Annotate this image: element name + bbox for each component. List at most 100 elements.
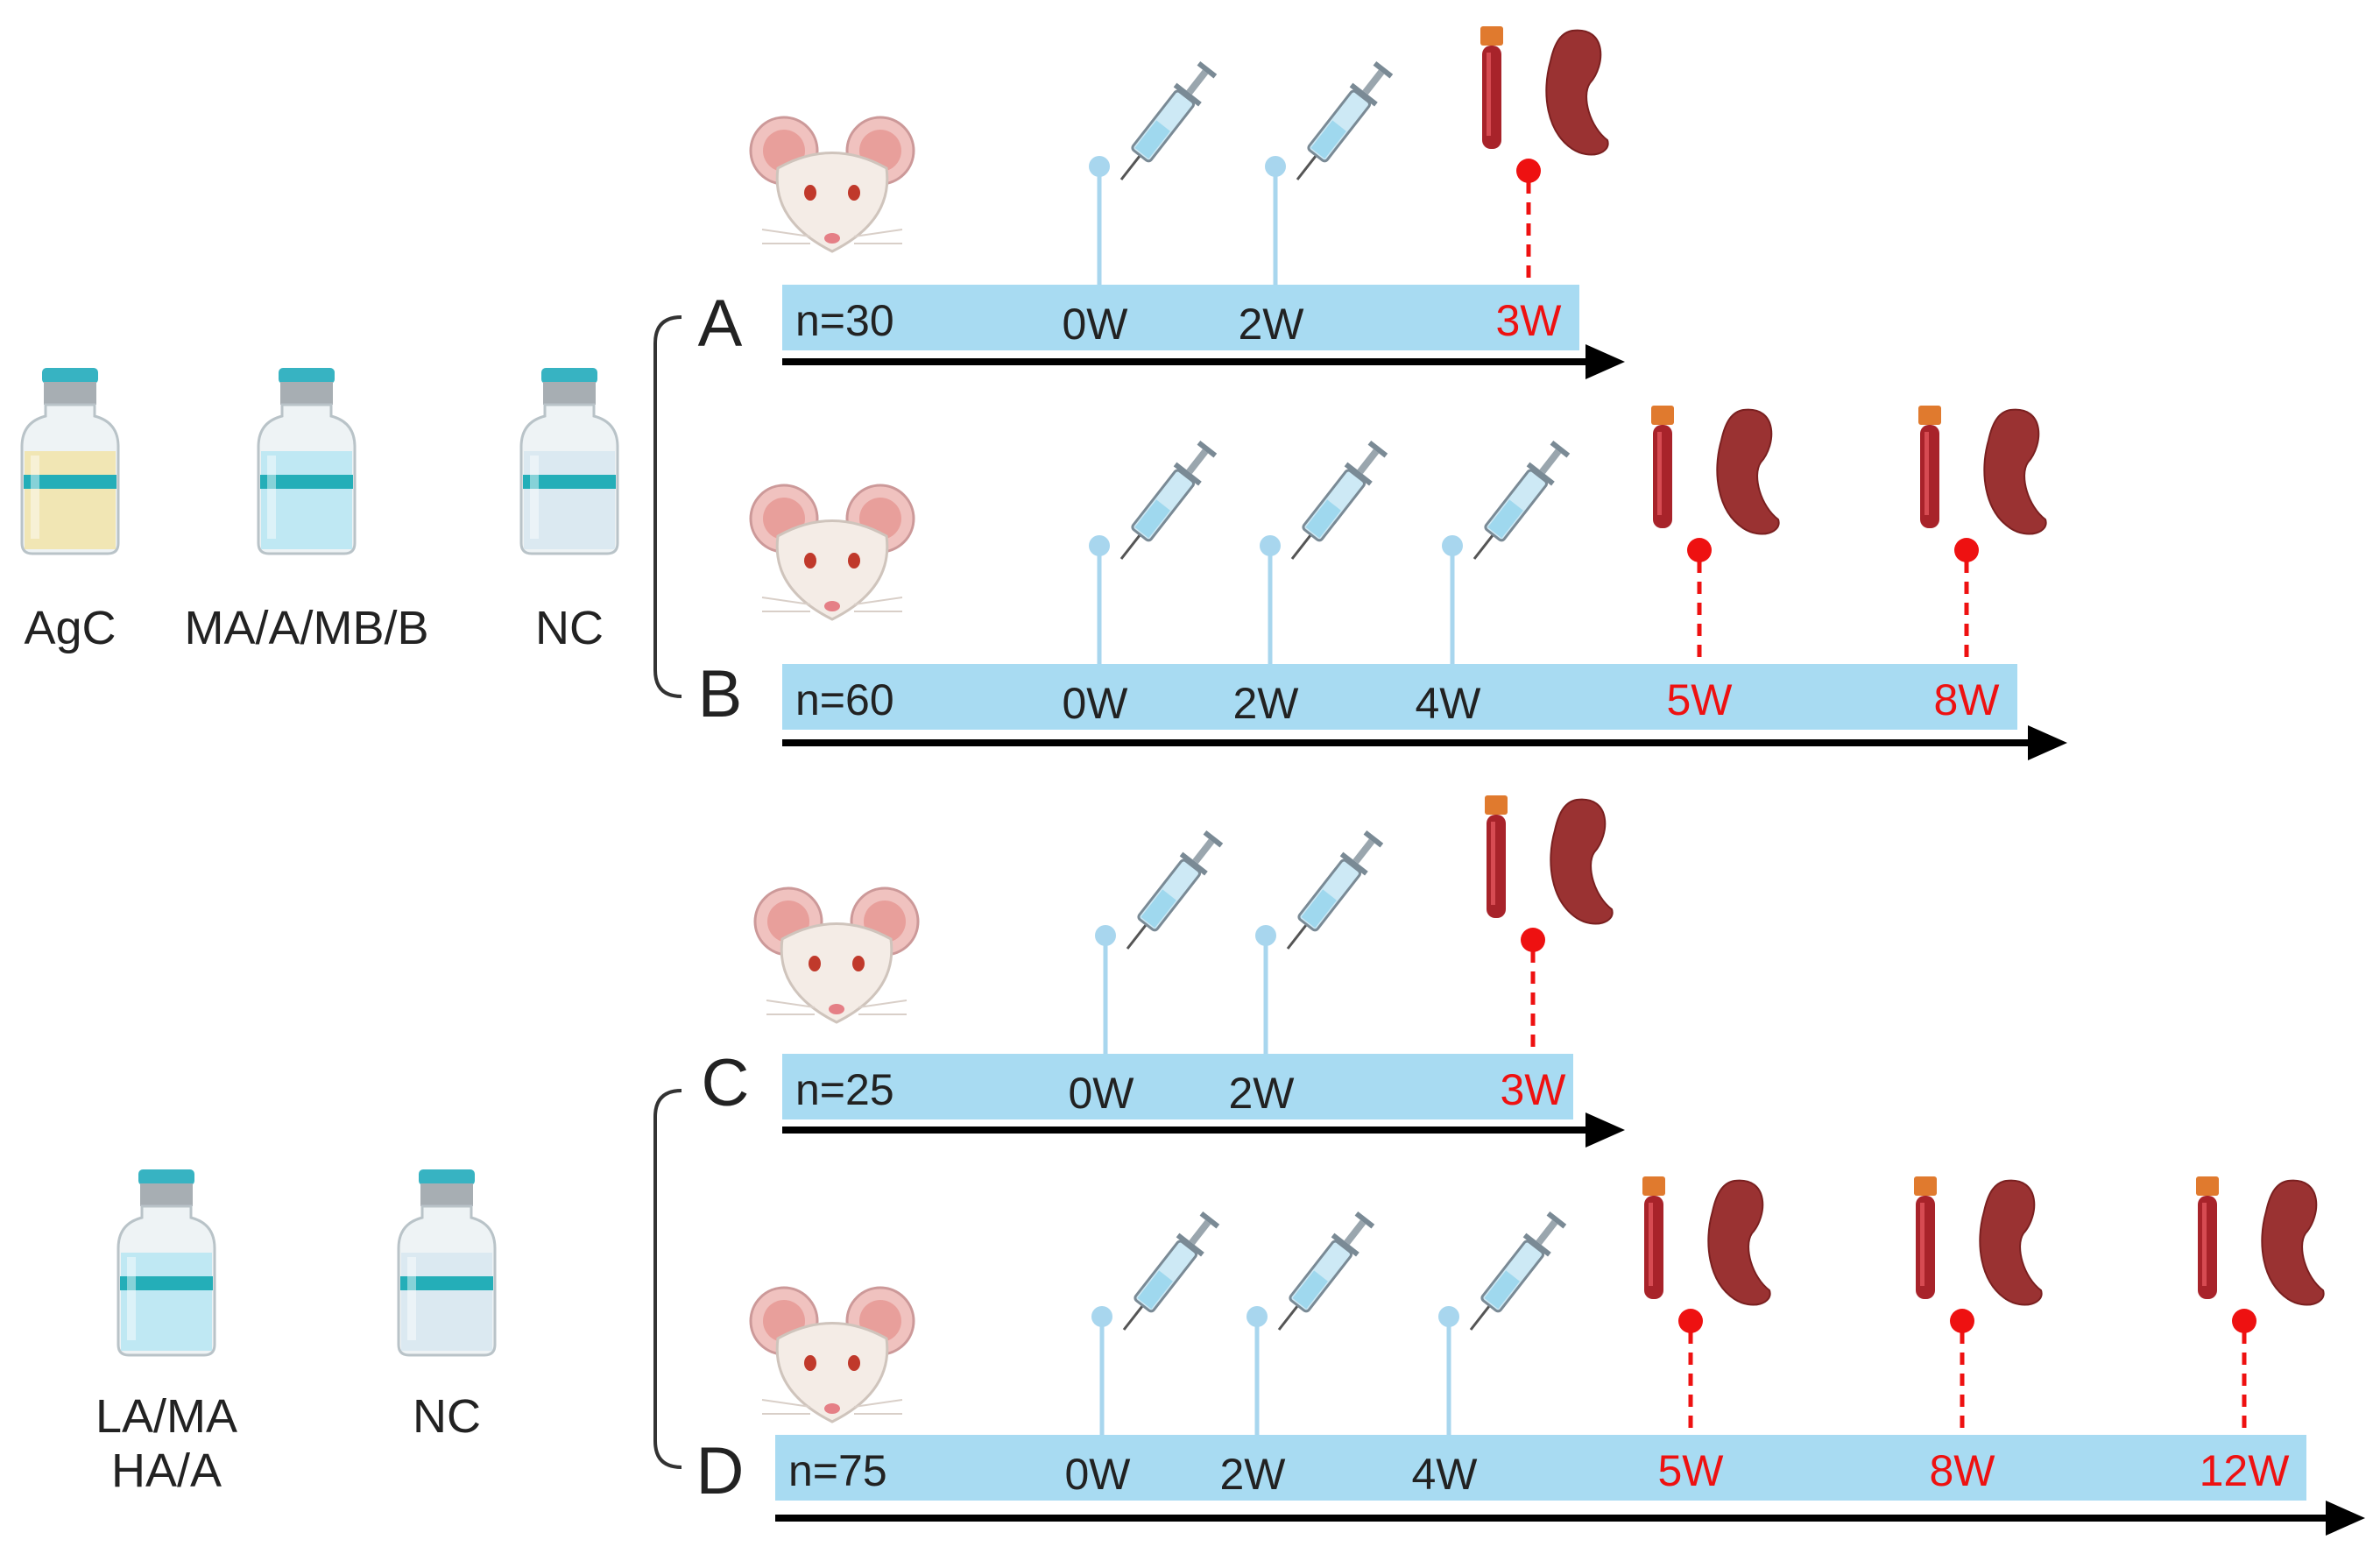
vial-label-band xyxy=(24,475,117,489)
syringe-plunger-cap xyxy=(1203,830,1224,848)
mouse-icon xyxy=(749,1286,915,1423)
mouse-whisker xyxy=(761,597,811,605)
spleen-icon xyxy=(1979,1179,2043,1306)
vial-label: HA/A xyxy=(111,1444,222,1497)
sampling-week-label: 8W xyxy=(1934,675,2001,724)
mouse-eye-left xyxy=(804,1355,816,1371)
mouse-eye-left xyxy=(804,185,816,201)
group-size-label: n=30 xyxy=(795,296,894,345)
injection-week-label: 4W xyxy=(1412,1450,1479,1499)
vial-crimp xyxy=(44,382,96,405)
syringe-flange xyxy=(1179,851,1208,876)
mouse-head xyxy=(775,519,889,621)
mouse-eye-right xyxy=(852,956,865,971)
mouse-eye-left xyxy=(809,956,821,971)
mouse-head xyxy=(775,1322,889,1423)
syringe-flange xyxy=(1331,1233,1359,1257)
sampling-week-label: 3W xyxy=(1501,1065,1567,1114)
sampling-marker xyxy=(1678,1309,1703,1333)
mouse-head xyxy=(780,922,893,1024)
sampling-marker xyxy=(1521,928,1545,952)
sampling-week-label: 5W xyxy=(1658,1446,1725,1495)
group-size-label: n=25 xyxy=(795,1065,894,1114)
syringe-plunger-cap xyxy=(1197,60,1218,79)
injection-marker xyxy=(1089,535,1110,556)
syringe-liquid xyxy=(1487,499,1523,539)
blood-tube-highlight xyxy=(1487,53,1491,136)
blood-tube-highlight xyxy=(1920,1203,1924,1286)
blood-tube-body xyxy=(1487,815,1506,918)
syringe-needle xyxy=(1469,1304,1491,1331)
mouse-eye-right xyxy=(848,553,860,569)
blood-tube-icon xyxy=(1651,406,1674,528)
syringe-icon xyxy=(1122,1211,1220,1331)
vial-liquid xyxy=(261,451,352,549)
vial-cap xyxy=(42,368,98,384)
mouse-whisker xyxy=(853,229,903,237)
syringe-plunger xyxy=(1186,69,1209,95)
vial-label-band xyxy=(120,1276,213,1290)
vial-liquid xyxy=(25,451,116,549)
vial-highlight xyxy=(127,1257,136,1340)
injection-marker xyxy=(1095,925,1116,946)
blood-tube-body xyxy=(1482,46,1501,149)
syringe-flange xyxy=(1173,462,1202,486)
syringe-flange xyxy=(1339,851,1368,876)
syringe-liquid xyxy=(1484,1270,1520,1310)
injection-marker xyxy=(1442,535,1463,556)
blood-tube-body xyxy=(1653,425,1672,528)
spleen-icon xyxy=(1545,29,1609,156)
injection-marker xyxy=(1089,156,1110,177)
mouse-whisker xyxy=(761,1399,811,1408)
blood-tube-icon xyxy=(1914,1176,1937,1299)
blood-tube-icon xyxy=(1485,795,1508,918)
mouse-eye-right xyxy=(848,185,860,201)
injection-marker xyxy=(1091,1306,1112,1327)
spleen-icon xyxy=(1550,798,1614,925)
group-size-label: n=60 xyxy=(795,675,894,724)
blood-tube-cap xyxy=(1485,795,1508,815)
vial-label: NC xyxy=(413,1390,481,1443)
syringe-needle xyxy=(1296,154,1317,180)
timeline-arrowhead xyxy=(2326,1501,2365,1536)
injection-marker xyxy=(1265,156,1286,177)
blood-tube-highlight xyxy=(1657,432,1662,515)
syringe-needle xyxy=(1119,154,1141,180)
syringe-plunger xyxy=(1357,449,1380,475)
mouse-icon xyxy=(753,886,920,1024)
syringe-plunger-cap xyxy=(1354,1211,1375,1229)
syringe-liquid xyxy=(1141,889,1176,929)
injection-week-label: 2W xyxy=(1229,1069,1296,1118)
syringe-plunger-cap xyxy=(1546,1211,1567,1229)
vial-cap xyxy=(541,368,597,384)
blood-tube-cap xyxy=(1642,1176,1665,1196)
vial-cap xyxy=(279,368,335,384)
syringe-icon xyxy=(1469,1211,1567,1331)
injection-marker xyxy=(1438,1306,1459,1327)
vial-icon xyxy=(117,1169,216,1357)
syringe-plunger xyxy=(1539,449,1562,475)
syringe-plunger xyxy=(1344,1219,1367,1246)
vial-icon xyxy=(20,368,120,555)
blood-tube-cap xyxy=(2196,1176,2219,1196)
blood-tube-highlight xyxy=(1649,1203,1653,1286)
syringe-flange xyxy=(1173,82,1202,107)
sampling-marker xyxy=(1954,538,1979,562)
syringe-plunger-cap xyxy=(1373,60,1394,79)
syringe-plunger xyxy=(1192,838,1215,865)
blood-tube-icon xyxy=(1642,1176,1665,1299)
mouse-eye-left xyxy=(804,553,816,569)
sampling-marker xyxy=(1516,159,1541,183)
vial-crimp xyxy=(140,1183,193,1206)
syringe-plunger xyxy=(1362,69,1385,95)
vial-label: MA/A/MB/B xyxy=(184,602,428,654)
syringe-liquid xyxy=(1134,499,1170,539)
syringe-icon xyxy=(1126,830,1224,950)
vial-crimp xyxy=(543,382,596,405)
syringe-icon xyxy=(1119,60,1218,180)
syringe-icon xyxy=(1296,60,1394,180)
vial-highlight xyxy=(31,456,39,539)
